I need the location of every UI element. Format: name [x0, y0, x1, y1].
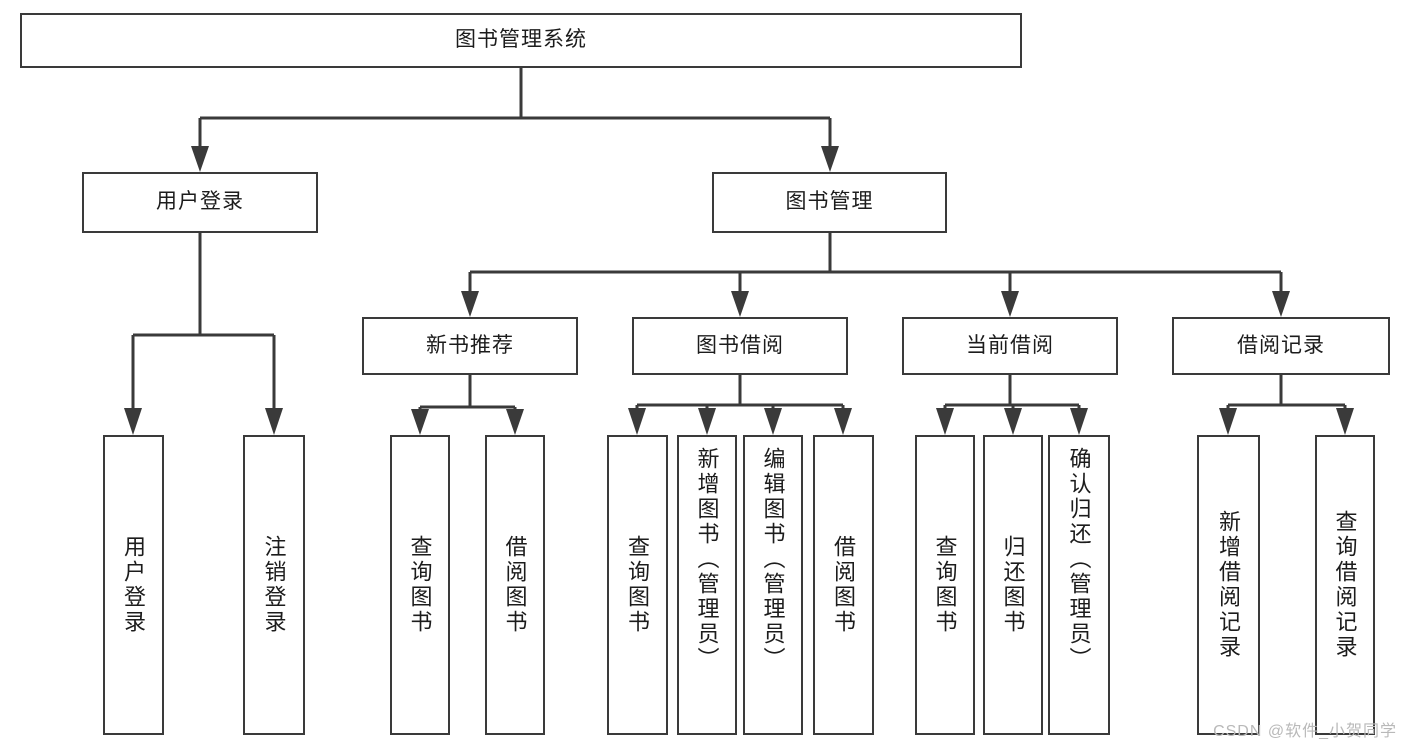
node-book-borrow[interactable]: 图书借阅 [632, 317, 848, 375]
arrowhead-leaf-6 [698, 408, 716, 435]
arrowhead-leaf-3 [411, 409, 429, 435]
arrowhead-leaf-9 [936, 408, 954, 435]
arrowhead-current-borrow [1001, 291, 1019, 317]
leaf-user-login[interactable]: 用户登录 [103, 435, 164, 735]
arrowhead-leaf-8 [834, 408, 852, 435]
leaf-query-book-borrow-label: 查询图书 [625, 535, 651, 635]
node-borrow-record-label: 借阅记录 [1237, 333, 1325, 357]
leaf-logout[interactable]: 注销登录 [243, 435, 305, 735]
arrowhead-leaf-5 [628, 408, 646, 435]
leaf-borrow-book-recommend[interactable]: 借阅图书 [485, 435, 545, 735]
arrowhead-leaf-12 [1219, 408, 1237, 435]
leaf-query-book-borrow[interactable]: 查询图书 [607, 435, 668, 735]
arrowhead-leaf-7 [764, 408, 782, 435]
arrowhead-leaf-13 [1336, 408, 1354, 435]
leaf-query-borrow-record[interactable]: 查询借阅记录 [1315, 435, 1375, 735]
arrowhead-borrow-record [1272, 291, 1290, 317]
csdn-watermark: CSDN @软件_小贺同学 [1213, 723, 1397, 740]
arrowhead-user-login [191, 146, 209, 172]
node-new-book-recommend-label: 新书推荐 [426, 333, 514, 357]
node-user-login[interactable]: 用户登录 [82, 172, 318, 233]
node-user-login-label: 用户登录 [156, 190, 244, 214]
leaf-add-book-admin[interactable]: 新增图书（管理员） [677, 435, 737, 735]
leaf-query-borrow-record-label: 查询借阅记录 [1332, 510, 1358, 660]
leaf-return-book-label: 归还图书 [1000, 535, 1026, 635]
leaf-borrow-book[interactable]: 借阅图书 [813, 435, 874, 735]
arrowhead-leaf-10 [1004, 408, 1022, 435]
arrowhead-leaf-11 [1070, 408, 1088, 435]
leaf-edit-book-admin[interactable]: 编辑图书（管理员） [743, 435, 803, 735]
arrowhead-leaf-1 [124, 408, 142, 435]
leaf-return-book[interactable]: 归还图书 [983, 435, 1043, 735]
leaf-add-book-admin-label: 新增图书（管理员） [694, 447, 720, 672]
leaf-logout-label: 注销登录 [261, 535, 287, 635]
leaf-edit-book-admin-label: 编辑图书（管理员） [760, 447, 786, 672]
leaf-add-borrow-record-label: 新增借阅记录 [1216, 510, 1242, 660]
leaf-confirm-return-admin-label: 确认归还（管理员） [1066, 447, 1092, 672]
node-borrow-record[interactable]: 借阅记录 [1172, 317, 1390, 375]
leaf-borrow-book-label: 借阅图书 [831, 535, 857, 635]
arrowhead-book-borrow [731, 291, 749, 317]
node-root[interactable]: 图书管理系统 [20, 13, 1022, 68]
node-book-management[interactable]: 图书管理 [712, 172, 947, 233]
leaf-user-login-label: 用户登录 [121, 535, 147, 635]
arrowhead-book-manage [821, 146, 839, 172]
leaf-query-book-current[interactable]: 查询图书 [915, 435, 975, 735]
leaf-confirm-return-admin[interactable]: 确认归还（管理员） [1048, 435, 1110, 735]
node-root-label: 图书管理系统 [455, 28, 587, 52]
node-current-borrow-label: 当前借阅 [966, 333, 1054, 357]
leaf-add-borrow-record[interactable]: 新增借阅记录 [1197, 435, 1260, 735]
leaf-query-book-current-label: 查询图书 [932, 535, 958, 635]
node-current-borrow[interactable]: 当前借阅 [902, 317, 1118, 375]
node-new-book-recommend[interactable]: 新书推荐 [362, 317, 578, 375]
arrowhead-leaf-4 [506, 409, 524, 435]
node-book-borrow-label: 图书借阅 [696, 333, 784, 357]
leaf-borrow-book-recommend-label: 借阅图书 [502, 535, 528, 635]
arrowhead-leaf-2 [265, 408, 283, 435]
arrowhead-new-book [461, 291, 479, 317]
node-book-management-label: 图书管理 [785, 190, 874, 214]
leaf-query-book-recommend-label: 查询图书 [407, 535, 433, 635]
leaf-query-book-recommend[interactable]: 查询图书 [390, 435, 450, 735]
